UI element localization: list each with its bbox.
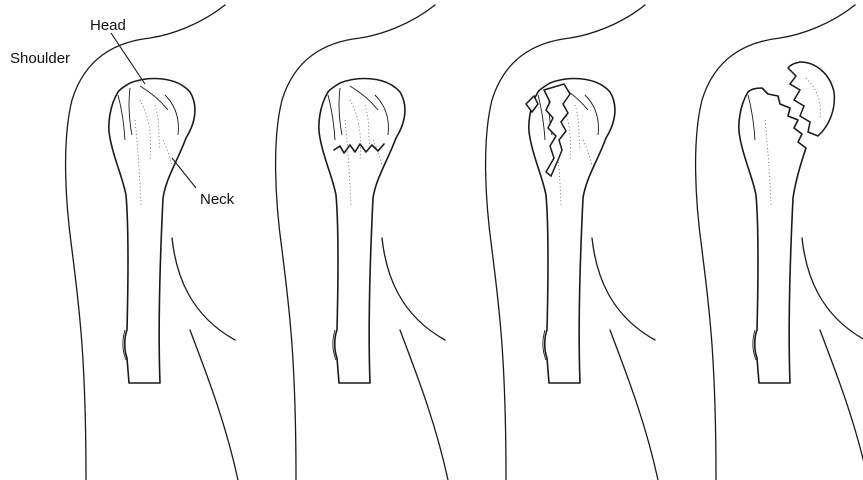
- panel-neck-fracture: [276, 5, 448, 480]
- humerus-bone: [109, 79, 195, 383]
- humerus-bone: [529, 79, 615, 383]
- head-label: Head: [90, 17, 126, 34]
- armpit-outline: [172, 238, 235, 340]
- humerus-bone: [319, 79, 405, 383]
- arm-edge-outline: [190, 330, 238, 480]
- neck-leader-line: [172, 158, 196, 188]
- humerus-shaft-fragment: [739, 88, 806, 383]
- head-leader-line: [111, 33, 145, 84]
- panel-normal: Head Shoulder Neck: [10, 5, 238, 480]
- panel-displaced-head-fracture: [696, 5, 863, 480]
- shoulder-label: Shoulder: [10, 50, 70, 67]
- panel-multi-fragment-fracture: [486, 5, 658, 480]
- neck-label: Neck: [200, 191, 235, 208]
